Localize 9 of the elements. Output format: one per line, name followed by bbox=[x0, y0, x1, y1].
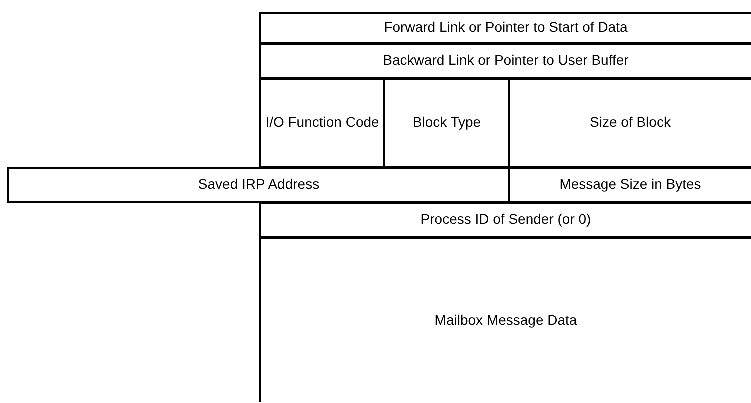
field-cell: Saved IRP Address bbox=[7, 167, 509, 203]
field-cell: Message Size in Bytes bbox=[508, 167, 751, 203]
field-cell: Process ID of Sender (or 0) bbox=[259, 202, 751, 238]
field-cell: Size of Block bbox=[508, 78, 751, 168]
field-cell: Backward Link or Pointer to User Buffer bbox=[259, 43, 751, 79]
field-cell: Block Type bbox=[383, 78, 509, 168]
field-cell: Mailbox Message Data bbox=[259, 237, 751, 402]
field-cell: I/O Function Code bbox=[259, 78, 384, 168]
field-cell: Forward Link or Pointer to Start of Data bbox=[259, 12, 751, 44]
